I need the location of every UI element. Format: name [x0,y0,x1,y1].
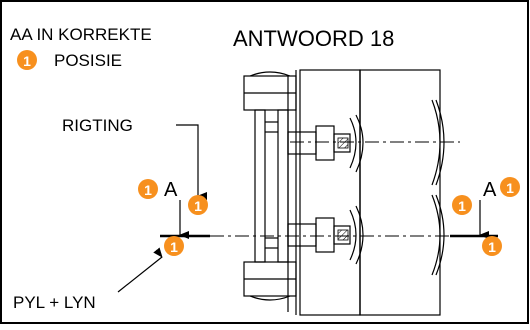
hatched-section [337,137,349,149]
arrow-line-leader [117,247,163,293]
marker-left-letter: 1 [138,179,158,199]
note-line-1: AA IN KORREKTE [10,25,152,44]
svg-text:1: 1 [506,180,514,196]
hatched-section [337,229,349,241]
svg-text:1: 1 [170,239,178,255]
marker-right-arrow: 1 [452,195,472,215]
direction-label: RIGTING [62,116,133,135]
svg-text:1: 1 [144,182,152,198]
note-line-2: POSISIE [54,51,122,70]
marker-right-letter: 1 [500,177,520,197]
svg-text:1: 1 [458,198,466,214]
direction-leader [176,124,207,200]
svg-text:1: 1 [488,239,496,255]
note-marker: 1 [17,50,37,70]
mechanical-part [243,69,445,316]
arrow-line-label: PYL + LYN [13,293,96,312]
marker-left-arrow: 1 [188,195,208,215]
section-letter-right: A [483,179,497,201]
page-title: ANTWOORD 18 [233,26,394,51]
marker-right-line: 1 [482,236,502,256]
svg-text:1: 1 [194,198,202,214]
svg-text:1: 1 [23,53,31,69]
marker-left-line: 1 [164,236,184,256]
section-letter-left: A [164,179,178,201]
